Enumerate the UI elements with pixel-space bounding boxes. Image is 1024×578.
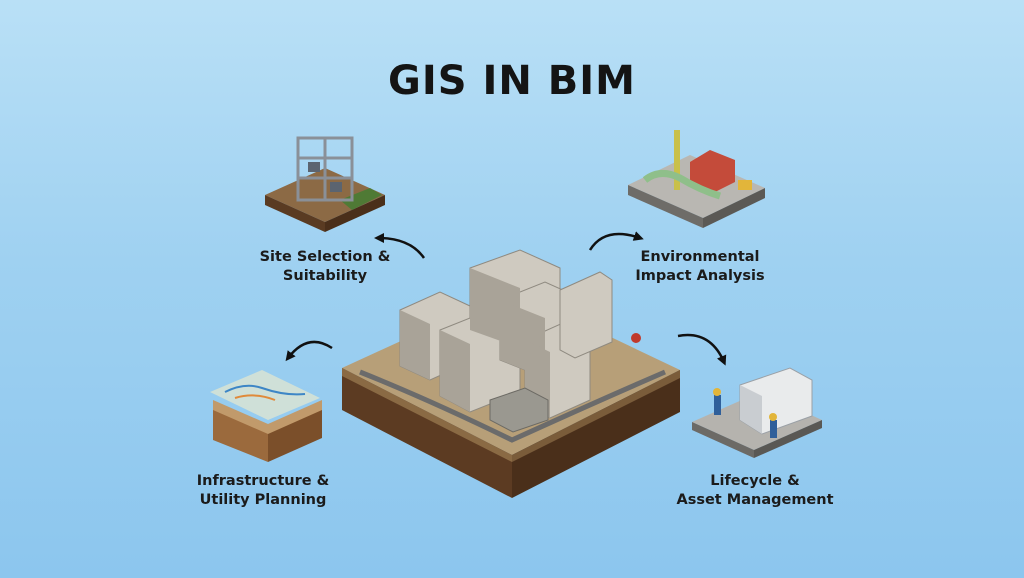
environmental-impact-line2: Impact Analysis <box>635 268 765 284</box>
site-selection-label: Site Selection & Suitability <box>245 248 405 286</box>
environmental-impact-line1: Environmental <box>640 249 760 265</box>
asset-management-line2: Asset Management <box>676 492 834 508</box>
arrow-to-infra <box>285 340 333 362</box>
infrastructure-planning-label: Infrastructure & Utility Planning <box>178 472 348 510</box>
infrastructure-planning-illustration <box>210 370 322 462</box>
environmental-impact-label: Environmental Impact Analysis <box>620 248 780 286</box>
site-selection-line1: Site Selection & <box>259 249 391 265</box>
environmental-impact-illustration <box>628 130 765 228</box>
arrow-to-asset <box>677 333 727 366</box>
infrastructure-planning-line2: Utility Planning <box>199 492 327 508</box>
asset-management-label: Lifecycle & Asset Management <box>670 472 840 510</box>
page-title: GIS IN BIM <box>388 58 636 104</box>
arrow-to-site <box>374 233 426 259</box>
infrastructure-planning-line1: Infrastructure & <box>196 473 330 489</box>
center-campus-illustration <box>342 249 680 498</box>
arrow-to-env <box>588 231 644 251</box>
asset-management-illustration <box>692 367 822 458</box>
site-selection-line2: Suitability <box>282 268 368 284</box>
site-selection-illustration <box>265 136 385 232</box>
asset-management-line1: Lifecycle & <box>710 473 800 489</box>
